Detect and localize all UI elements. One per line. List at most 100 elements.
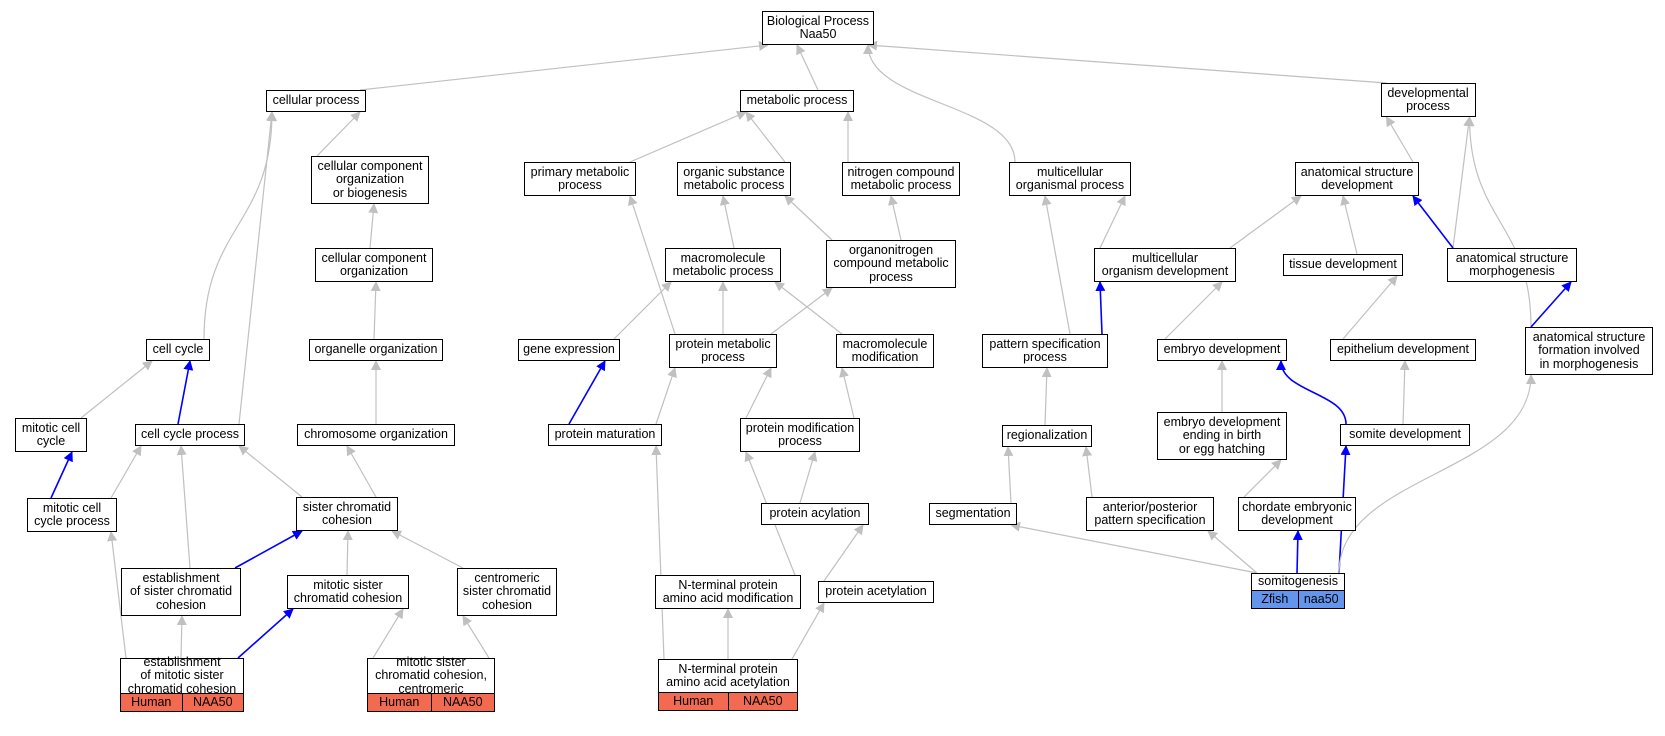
edge-chordate-embryonic-to-embryo-dev-birth [1243,459,1282,498]
edge-mitotic-centromeric-to-centromeric-sister [462,615,490,659]
edge-sister-chromatid-cohesion-to-chromosome-org [346,445,377,498]
edge-sister-chromatid-cohesion-to-cell-cycle-process [238,445,303,498]
go-node-mitotic-cell-cycle[interactable]: mitotic cell cycle [15,418,87,452]
go-node-anat-struct-morph[interactable]: anatomical structure morphogenesis [1447,248,1577,282]
go-node-mitotic-sister-cohesion[interactable]: mitotic sister chromatid cohesion [287,575,409,609]
go-node-multicellular-organismal[interactable]: multicellular organismal process [1009,162,1131,196]
go-node-chordate-embryonic[interactable]: chordate embryonic development [1238,497,1356,531]
edge-somitogenesis-to-chordate-embryonic [1292,530,1303,574]
edge-organonitrogen-to-nitrogen-compound [888,195,902,241]
go-node-embryo-dev[interactable]: embryo development [1157,339,1287,361]
edge-somite-dev-to-epithelium-dev [1399,360,1410,425]
edge-mitotic-cell-cycle-process-to-cell-cycle-process [110,445,142,499]
edge-cell-cycle-to-cellular-process [203,111,277,340]
edge-protein-maturation-to-gene-expression [568,360,606,425]
edge-cc-org-biogenesis-to-cellular-process [316,111,361,157]
go-node-mitotic-centromeric[interactable]: mitotic sister chromatid cohesion, centr… [367,655,495,696]
edge-regionalization-to-pattern-spec [1041,367,1052,426]
edge-metabolic-process-to-bp [796,44,819,91]
edge-somitogenesis-to-ap-pattern [1207,530,1258,574]
go-node-centromeric-sister[interactable]: centromeric sister chromatid cohesion [457,568,557,616]
edge-nterm-acetylation-to-protein-acetylation [791,602,825,660]
annotation-gene-tag: NAA50 [727,692,797,710]
annotation-species-tag: Human [368,693,431,711]
go-node-cell-cycle-process[interactable]: cell cycle process [135,424,245,446]
go-node-mitotic-cell-cycle-process[interactable]: mitotic cell cycle process [27,498,117,532]
edge-embryo-dev-to-multicellular-org-dev [1164,281,1223,340]
go-node-regionalization[interactable]: regionalization [1002,425,1092,447]
go-node-tissue-dev[interactable]: tissue development [1283,254,1403,276]
go-node-multicellular-org-dev[interactable]: multicellular organism development [1094,248,1236,282]
edge-mitotic-cell-cycle-process-to-mitotic-cell-cycle [50,451,73,499]
go-node-ap-pattern[interactable]: anterior/posterior pattern specification [1086,497,1214,531]
edge-anat-struct-formation-to-developmental-process [1464,116,1532,328]
go-node-segmentation[interactable]: segmentation [929,503,1017,525]
go-node-embryo-dev-birth[interactable]: embryo development ending in birth or eg… [1157,412,1287,460]
go-node-organonitrogen[interactable]: organonitrogen compound metabolic proces… [826,240,956,288]
edge-cc-org-to-cc-org-biogenesis [368,203,379,249]
go-node-macromolecule-mod[interactable]: macromolecule modification [836,334,934,368]
go-node-bp[interactable]: Biological Process Naa50 [762,11,874,45]
edge-somite-dev-to-embryo-dev [1276,360,1347,425]
go-node-anat-struct-formation[interactable]: anatomical structure formation involved … [1525,327,1653,375]
edge-somitogenesis-to-segmentation [1010,521,1258,574]
edge-ap-pattern-to-regionalization [1082,446,1093,498]
edge-gene-expression-to-macromolecule-metabolic [613,281,672,340]
edge-protein-mod-process-to-macromolecule-mod [839,367,855,419]
go-node-organic-substance[interactable]: organic substance metabolic process [677,162,791,196]
go-node-macromolecule-metabolic[interactable]: macromolecule metabolic process [665,248,781,282]
edge-multicellular-org-dev-to-multicellular-organismal [1099,195,1126,249]
edge-pattern-spec-to-multicellular-organismal [1041,195,1071,335]
go-node-nitrogen-compound[interactable]: nitrogen compound metabolic process [842,162,960,196]
go-node-developmental-process[interactable]: developmental process [1380,83,1476,117]
go-node-nterm-mod[interactable]: N-terminal protein amino acid modificati… [655,575,801,609]
edge-est-mitotic-cohesion-to-mitotic-sister-cohesion [237,608,294,659]
go-node-gene-expression[interactable]: gene expression [518,339,620,361]
go-node-cellular-process[interactable]: cellular process [266,90,366,112]
go-node-cell-cycle[interactable]: cell cycle [146,339,210,361]
go-node-cc-org[interactable]: cellular component organization [315,248,433,282]
go-node-protein-mod-process[interactable]: protein modification process [740,418,860,452]
edge-organelle-org-to-cc-org [370,281,381,340]
edge-cell-cycle-process-to-cell-cycle [177,360,194,425]
go-node-est-sister-cohesion[interactable]: establishment of sister chromatid cohesi… [121,568,241,616]
edge-nterm-acetylation-to-protein-maturation [651,445,665,660]
go-node-nterm-acetylation[interactable]: N-terminal protein amino acid acetylatio… [658,659,798,693]
edge-anat-struct-morph-to-developmental-process [1452,116,1474,249]
go-node-organelle-org[interactable]: organelle organization [309,339,443,361]
go-node-sister-chromatid-cohesion[interactable]: sister chromatid cohesion [296,497,398,531]
go-node-epithelium-dev[interactable]: epithelium development [1330,339,1476,361]
edge-protein-acylation-to-protein-mod-process [799,451,818,504]
go-node-primary-metabolic[interactable]: primary metabolic process [524,162,636,196]
edge-anat-struct-dev-to-developmental-process [1385,116,1414,163]
edge-protein-metabolic-to-primary-metabolic [628,195,676,335]
go-node-protein-acylation[interactable]: protein acylation [761,503,869,525]
edge-mitotic-centromeric-to-mitotic-sister-cohesion [372,608,404,659]
go-node-metabolic-process[interactable]: metabolic process [740,90,854,112]
edge-organonitrogen-to-organic-substance [784,195,833,241]
edge-centromeric-sister-to-sister-chromatid-cohesion [391,530,464,569]
annotation-gene-tag: NAA50 [430,693,494,711]
go-node-anat-struct-dev[interactable]: anatomical structure development [1295,162,1419,196]
go-node-cc-org-biogenesis[interactable]: cellular component organization or bioge… [311,156,429,204]
edge-pattern-spec-to-multicellular-org-dev [1095,281,1106,335]
go-node-somite-dev[interactable]: somite development [1340,424,1470,446]
annotation-species-tag: Human [121,693,182,711]
go-node-protein-maturation[interactable]: protein maturation [548,424,662,446]
go-node-somitogenesis[interactable]: somitogenesis [1251,573,1345,591]
edge-developmental-process-to-bp [867,40,1387,84]
go-node-chromosome-org[interactable]: chromosome organization [297,424,455,446]
edge-est-mitotic-cohesion-to-est-sister-cohesion [176,615,187,659]
edge-protein-metabolic-to-organonitrogen [770,287,833,335]
edge-mitotic-cell-cycle-to-cell-cycle [80,360,153,419]
annotation-species-tag: Zfish [1252,590,1298,608]
go-node-est-mitotic-cohesion[interactable]: establishment of mitotic sister chromati… [120,655,244,696]
go-node-pattern-spec[interactable]: pattern specification process [982,334,1108,368]
go-node-protein-acetylation[interactable]: protein acetylation [818,581,934,603]
edge-protein-maturation-to-protein-metabolic [655,367,677,425]
annotation-species-tag: Human [659,692,728,710]
go-node-protein-metabolic[interactable]: protein metabolic process [669,334,777,368]
